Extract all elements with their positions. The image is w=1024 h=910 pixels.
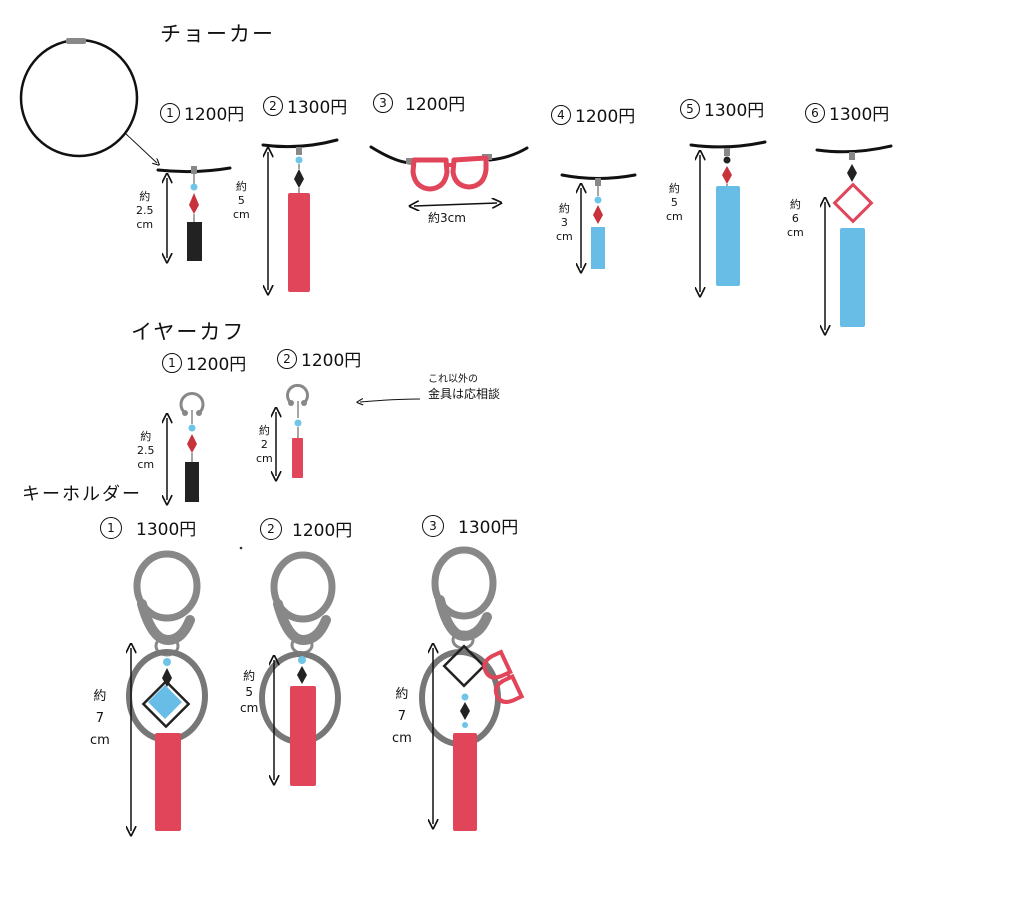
section-title-keyholder: キーホルダー	[22, 484, 142, 505]
choker-5-illustration	[689, 140, 767, 292]
choker-3-label: 3 1200円	[373, 90, 465, 115]
keyholder-3-illustration	[419, 546, 525, 831]
choker-5-number: 5	[680, 98, 700, 119]
section-title-earcuff: イヤーカフ	[131, 320, 246, 344]
earcuff-2-label: 2 1200円	[277, 346, 361, 371]
earcuff-note-line-1: これ以外の	[428, 374, 478, 385]
keyholder-3-number: 3	[422, 514, 444, 537]
keyholder-2-measurement: 約 5 cm	[240, 669, 259, 715]
section-title-choker: チョーカー	[160, 22, 275, 46]
choker-4-label: 4 1200円	[551, 102, 635, 127]
keyholder-1-label: 1 1300円	[100, 515, 196, 540]
choker-6-label: 6 1300円	[805, 100, 889, 125]
choker-6-measurement: 約 6 cm	[787, 198, 804, 239]
keyholder-3-price: 1300円	[458, 518, 519, 538]
keyholder-2-number: 2	[260, 517, 282, 540]
choker-5-price: 1300円	[704, 101, 765, 121]
earcuff-note: これ以外の 金具は応相談	[428, 372, 500, 402]
keyholder-1-measurement: 約 7 cm	[90, 689, 110, 748]
choker-1-measurement: 約 2.5 cm	[136, 190, 154, 231]
keyholder-3-measurement: 約 7 cm	[392, 687, 412, 746]
earcuff-1-number: 1	[162, 352, 182, 373]
keyholder-2-illustration	[259, 551, 341, 786]
choker-2-number: 2	[263, 95, 283, 116]
choker-1-price: 1200円	[184, 105, 245, 125]
earcuff-1-measurement: 約 2.5 cm	[137, 430, 155, 471]
earcuff-1-label: 1 1200円	[162, 350, 246, 375]
choker-4-price: 1200円	[575, 107, 636, 127]
choker-circle-diagram	[19, 38, 157, 163]
earcuff-2-measurement: 約 2 cm	[256, 424, 273, 465]
keyholder-2-label: 2 1200円	[260, 516, 352, 541]
choker-2-label: 2 1300円	[263, 93, 347, 118]
choker-2-illustration	[261, 138, 339, 292]
choker-1-label: 1 1200円	[160, 100, 244, 125]
choker-4-illustration	[560, 173, 637, 269]
stray-dot	[239, 546, 243, 550]
keyholder-1-illustration	[129, 550, 208, 831]
earcuff-2-illustration	[276, 383, 309, 478]
choker-4-measurement: 約 3 cm	[556, 202, 573, 243]
choker-3-illustration	[369, 145, 529, 206]
earcuff-2-number: 2	[277, 348, 297, 369]
choker-3-number: 3	[373, 92, 393, 113]
keyholder-1-number: 1	[100, 516, 122, 539]
choker-5-label: 5 1300円	[680, 96, 764, 121]
earcuff-1-illustration	[167, 392, 205, 502]
keyholder-1-price: 1300円	[136, 520, 197, 540]
choker-5-measurement: 約 5 cm	[666, 182, 683, 223]
earcuff-1-price: 1200円	[186, 355, 247, 375]
choker-6-number: 6	[805, 102, 825, 123]
earcuff-note-line-2: 金具は応相談	[428, 387, 501, 401]
keyholder-3-label: 3 1300円	[422, 513, 518, 538]
choker-2-price: 1300円	[287, 98, 348, 118]
choker-6-illustration	[815, 144, 893, 330]
keyholder-2-price: 1200円	[292, 521, 353, 541]
choker-2-measurement: 約 5 cm	[233, 180, 250, 221]
choker-1-number: 1	[160, 102, 180, 123]
choker-4-number: 4	[551, 104, 571, 125]
choker-1-illustration	[156, 166, 232, 261]
choker-3-price: 1200円	[405, 95, 466, 115]
choker-3-measurement: 約3cm	[428, 211, 466, 225]
note-arrow	[360, 399, 421, 402]
choker-6-price: 1300円	[829, 105, 890, 125]
earcuff-2-price: 1200円	[301, 351, 362, 371]
